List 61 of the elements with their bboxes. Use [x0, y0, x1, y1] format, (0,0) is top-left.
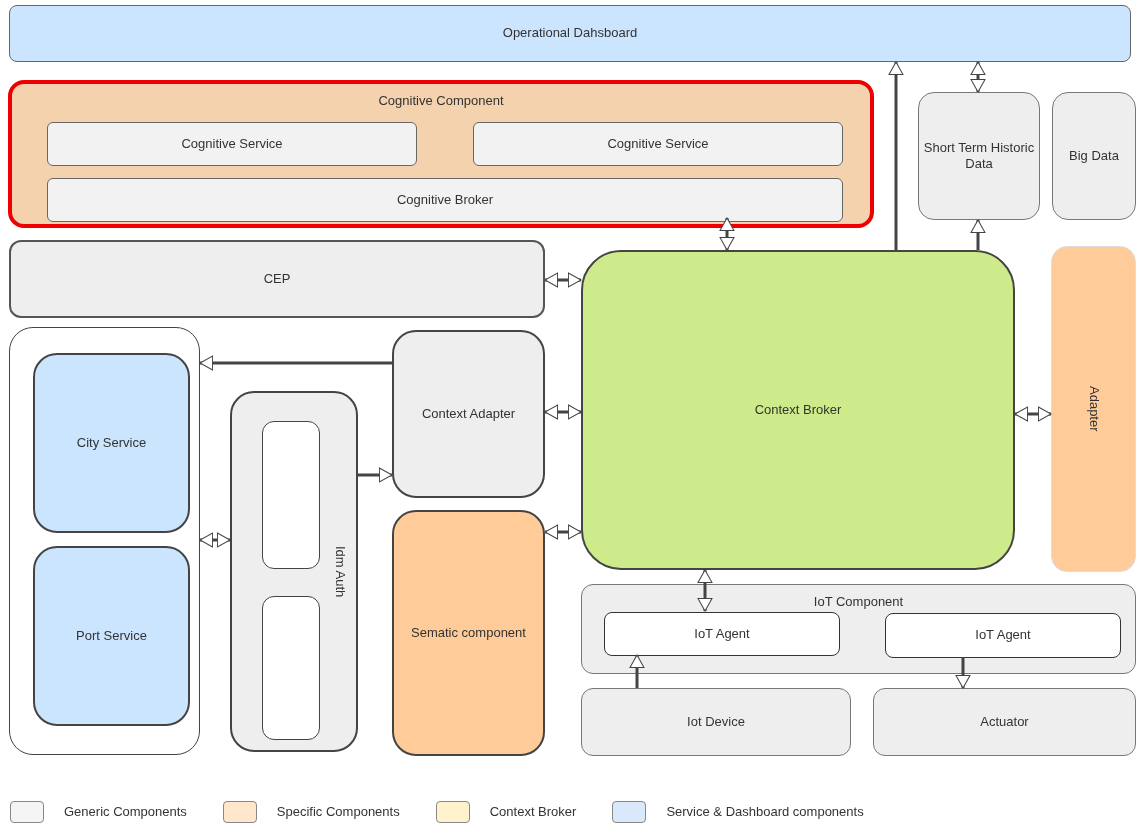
arrow [697, 569, 713, 612]
agent-box [885, 613, 1121, 658]
node-label: IoT Agent [975, 627, 1031, 644]
legend-label: Service & Dashboard components [666, 803, 864, 822]
device-box [581, 688, 851, 756]
arrow [199, 532, 231, 548]
legend-label: Generic Components [64, 803, 187, 822]
data-box [918, 92, 1040, 220]
arrow [719, 217, 735, 251]
node-label: CEP [263, 270, 291, 288]
legend-label: Specific Components [276, 803, 400, 822]
agent-box [604, 612, 840, 656]
arrow [970, 61, 986, 93]
adapter-box [392, 330, 545, 498]
node-label: IoT Agent [694, 625, 750, 643]
service-box [33, 353, 190, 533]
arrow [199, 355, 392, 371]
node-label: Cognitive Broker [396, 191, 494, 209]
node-label: Sematic component [411, 624, 526, 642]
arrow [629, 654, 645, 688]
arrow [544, 404, 582, 420]
node-label: Idm Auth [332, 545, 348, 598]
module-box [262, 421, 320, 569]
component-group [581, 584, 1136, 674]
node-label: Operational Dahsboard [502, 25, 638, 42]
broker-box [47, 178, 843, 222]
node-label: Cognitive Component [378, 93, 504, 108]
node-label: Iot Device [687, 713, 745, 731]
node-label: City Service [76, 434, 147, 452]
arrow [544, 524, 582, 540]
dashboard-box [9, 5, 1131, 62]
node-label: Port Service [76, 627, 147, 645]
arrow [970, 219, 986, 250]
data-box [1052, 92, 1136, 220]
arrow [1014, 406, 1052, 422]
service-box [33, 546, 190, 726]
component-box [392, 510, 545, 756]
node-label: Context Broker [754, 401, 842, 419]
cep-box [9, 240, 545, 318]
node-label: Actuator [980, 713, 1029, 731]
node-label: Context Adapter [421, 405, 516, 423]
arrow [544, 272, 582, 288]
arrow [888, 61, 904, 250]
actuator-box [873, 688, 1136, 756]
adapter-box [1051, 246, 1136, 572]
node-label: Short Term Historic Data [923, 139, 1035, 173]
arrow [358, 467, 393, 483]
node-label: Cognitive Service [181, 135, 283, 153]
component-group [8, 80, 874, 228]
module-box [262, 596, 320, 740]
service-box [47, 122, 417, 166]
service-box [473, 122, 843, 166]
node-label: Adapter [1085, 386, 1102, 432]
node-label: Big Data [1069, 147, 1119, 165]
legend-label: Context Broker [489, 803, 577, 822]
broker-box [581, 250, 1015, 570]
auth-box [230, 391, 358, 752]
arrow [955, 657, 971, 689]
node-label: IoT Component [813, 594, 904, 609]
container-box [9, 327, 200, 755]
node-label: Cognitive Service [607, 135, 709, 153]
